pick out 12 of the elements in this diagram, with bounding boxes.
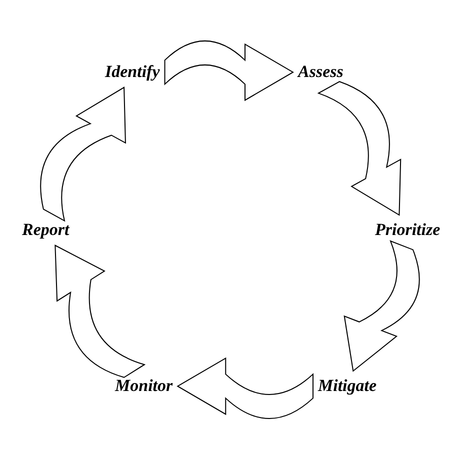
step-label: Identify: [105, 62, 160, 82]
step-label: Report: [22, 220, 70, 240]
block-arrow: [40, 86, 126, 222]
block-arrow: [344, 240, 420, 372]
block-arrow: [54, 244, 145, 378]
block-arrow: [177, 358, 314, 419]
block-arrow: [164, 40, 294, 101]
step-label: Prioritize: [375, 220, 440, 240]
step-label: Assess: [298, 62, 344, 82]
block-arrow: [318, 81, 402, 216]
step-label: Monitor: [115, 376, 173, 396]
step-label: Mitigate: [318, 376, 377, 396]
